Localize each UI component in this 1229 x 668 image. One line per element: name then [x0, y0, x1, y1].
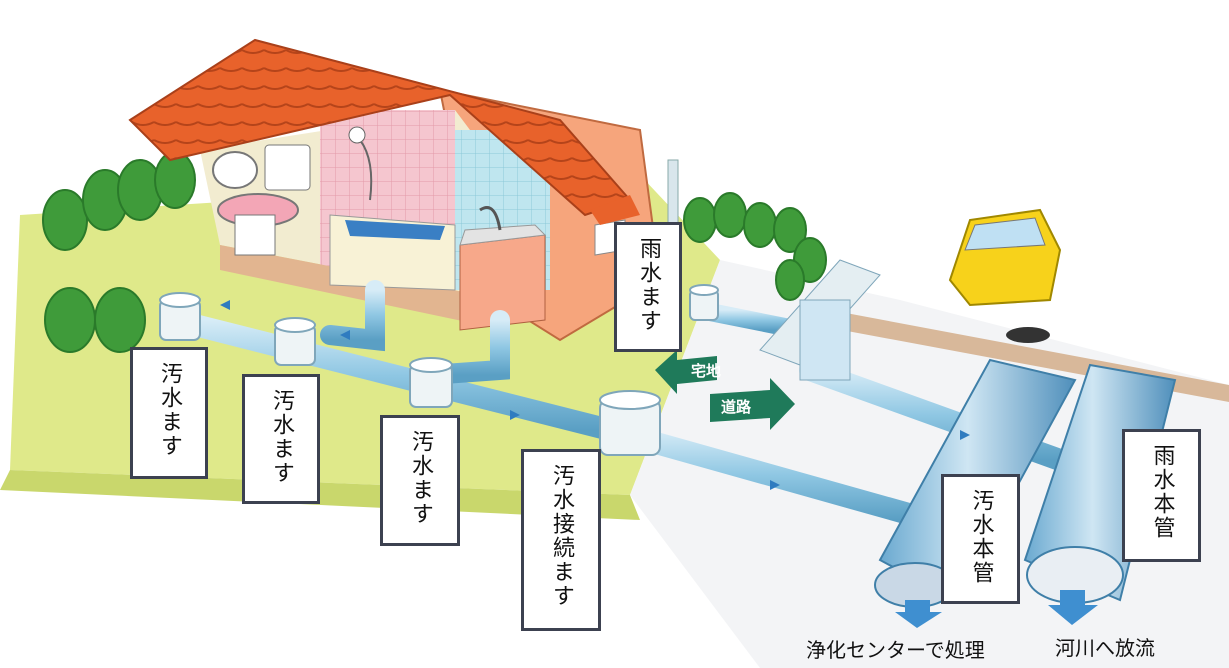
road-arrow: [710, 378, 795, 430]
sewage-inlet-label-3: 汚水ます: [380, 415, 460, 546]
window-awning: [590, 195, 640, 225]
toilet: [212, 144, 311, 256]
road-sign: 道路: [721, 398, 752, 416]
sewage-inlet-label-1: 汚水ます: [130, 347, 208, 479]
manhole-cover: [1006, 327, 1050, 343]
bushes: [42, 151, 827, 353]
sewage-pipes: [164, 255, 941, 531]
sewage-main-label: 汚水本管: [941, 474, 1020, 604]
river-arrow: [1048, 590, 1098, 625]
treatment-arrow: [895, 600, 942, 628]
sewage-connection-inlet-label: 汚水接続ます: [521, 449, 601, 631]
road-gutter: [759, 259, 881, 381]
car: [948, 208, 1062, 343]
inlets: [159, 284, 719, 456]
main-pipes: [874, 358, 1177, 608]
outflow-arrows: [895, 590, 1098, 628]
house: [128, 38, 679, 342]
kitchen-sink: [459, 206, 547, 331]
private-land-arrow: [655, 350, 717, 394]
flow-arrows: [220, 300, 970, 490]
river-discharge-caption: 河川へ放流: [1055, 636, 1155, 660]
treatment-center-caption: 浄化センターで処理: [806, 638, 985, 662]
rain-inlet-label: 雨水ます: [614, 222, 682, 352]
rain-main-label: 雨水本管: [1122, 429, 1201, 562]
bathtub: [329, 126, 456, 291]
direction-signs: 宅地 道路: [655, 350, 795, 430]
sewage-inlet-label-2: 汚水ます: [242, 374, 320, 504]
private-land-sign: 宅地: [691, 362, 721, 380]
